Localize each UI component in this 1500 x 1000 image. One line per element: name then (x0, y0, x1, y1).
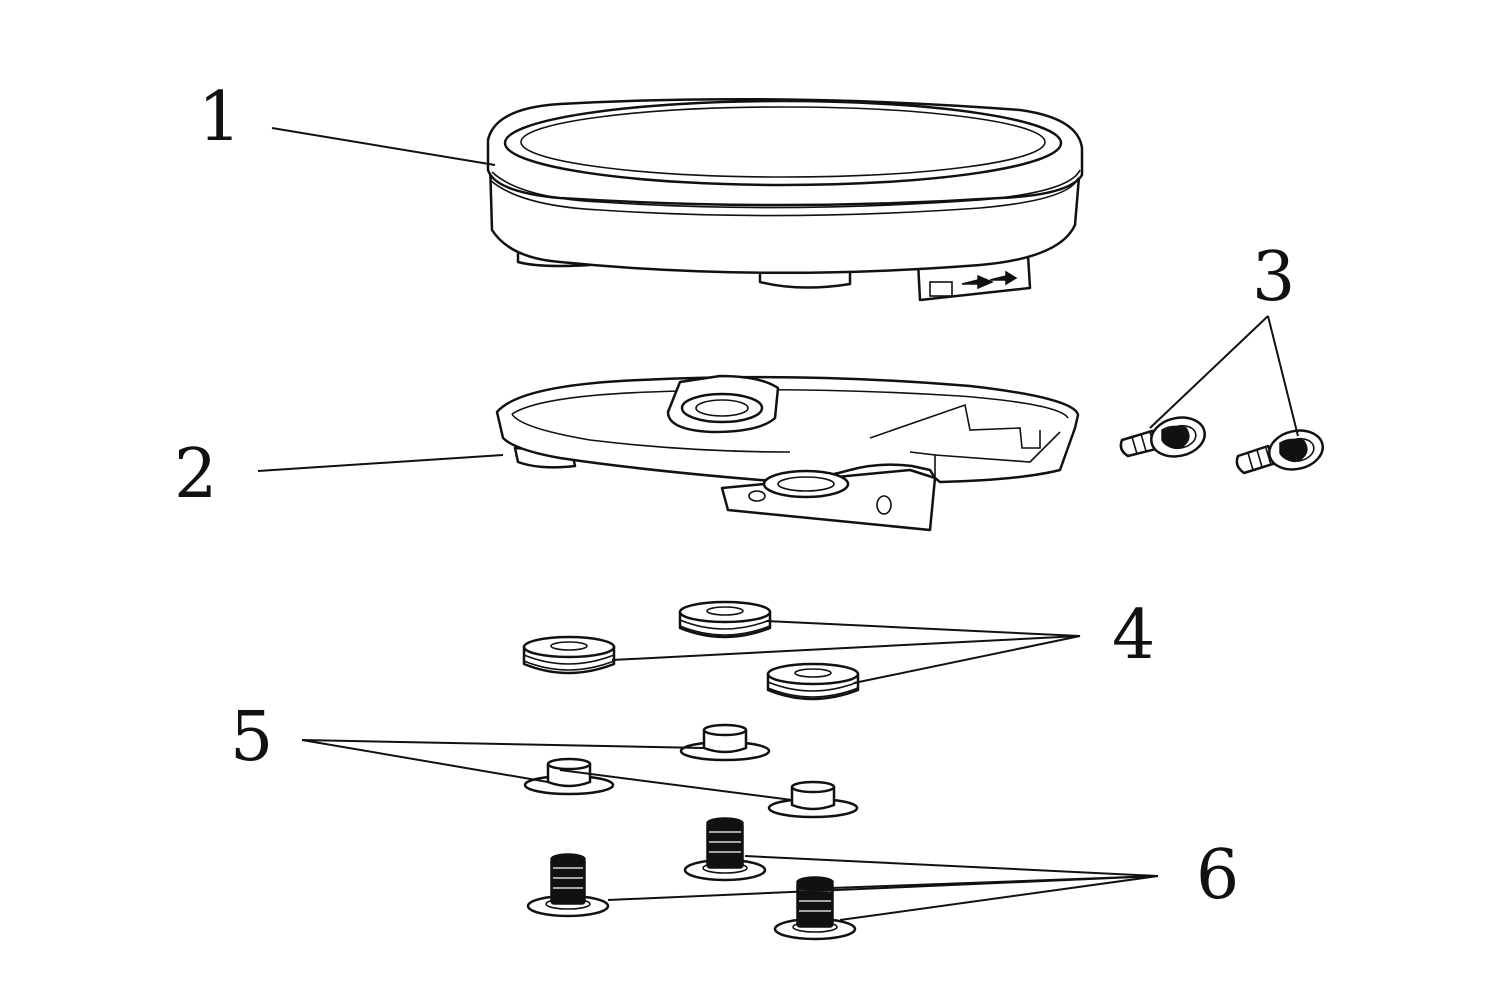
part-4-grommet-c (766, 662, 860, 701)
part-5-bushing-c (767, 780, 859, 819)
part-5-bushing-b (523, 757, 615, 796)
leader-line-5a (301, 739, 704, 749)
leader-line-6c (839, 875, 1159, 921)
leader-line-3b (1267, 315, 1299, 437)
callout-5: 5 (230, 698, 273, 777)
leader-line-5b (301, 739, 549, 783)
callout-1: 1 (198, 78, 241, 157)
leader-line-6a (744, 855, 1159, 877)
callout-2: 2 (174, 435, 217, 514)
part-1-gauge-housing (486, 97, 1084, 302)
leader-line-4c (853, 635, 1081, 684)
part-3-screw-a (1119, 416, 1206, 458)
part-4-grommet-b (522, 635, 616, 675)
part-6-bolt-c (773, 876, 857, 941)
part-6-bolt-b (526, 853, 610, 918)
leader-line-5c (559, 769, 793, 801)
part-6-bolt-a (683, 817, 767, 882)
callout-4: 4 (1112, 596, 1155, 675)
leader-line-4b (611, 635, 1081, 661)
leader-line-2 (257, 454, 504, 472)
part-5-bushing-a (679, 723, 771, 762)
part-3-screw-b (1235, 429, 1324, 475)
leader-line-4a (765, 620, 1081, 637)
leader-line-6d (831, 875, 1159, 889)
leader-line-1 (271, 127, 496, 166)
callout-6: 6 (1196, 836, 1239, 915)
part-2-mounting-base (495, 374, 1080, 532)
part-4-grommet-a (678, 600, 772, 639)
leader-line-3a (1149, 315, 1269, 429)
callout-3: 3 (1252, 238, 1295, 317)
